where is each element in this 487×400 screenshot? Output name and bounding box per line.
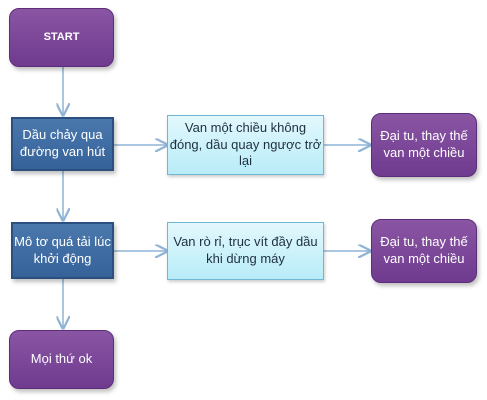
cause2-label: Van rò rỉ, trục vít đầy dầu khi dừng máy	[173, 234, 318, 266]
condition1-box: Dầu chảy qua đường van hút	[11, 117, 114, 171]
action1-node: Đại tu, thay thế van một chiều	[371, 113, 477, 177]
end-node: Mọi thứ ok	[9, 330, 114, 389]
condition2-label: Mô tơ quá tải lúc khởi động	[14, 233, 111, 266]
action2-label: Đại tu, thay thế van một chiều	[380, 234, 468, 266]
start-node: START	[9, 8, 114, 67]
action2-node: Đại tu, thay thế van một chiều	[371, 219, 477, 283]
cause1-box: Van một chiều không đóng, dầu quay ngược…	[167, 115, 324, 175]
cause1-label: Van một chiều không đóng, dầu quay ngược…	[169, 119, 322, 169]
condition2-box: Mô tơ quá tải lúc khởi động	[11, 222, 114, 279]
condition1-label: Dầu chảy qua đường van hút	[19, 127, 106, 159]
end-label: Mọi thứ ok	[30, 351, 93, 367]
start-label: START	[43, 31, 80, 44]
cause2-box: Van rò rỉ, trục vít đầy dầu khi dừng máy	[167, 222, 324, 280]
action1-label: Đại tu, thay thế van một chiều	[380, 128, 468, 160]
